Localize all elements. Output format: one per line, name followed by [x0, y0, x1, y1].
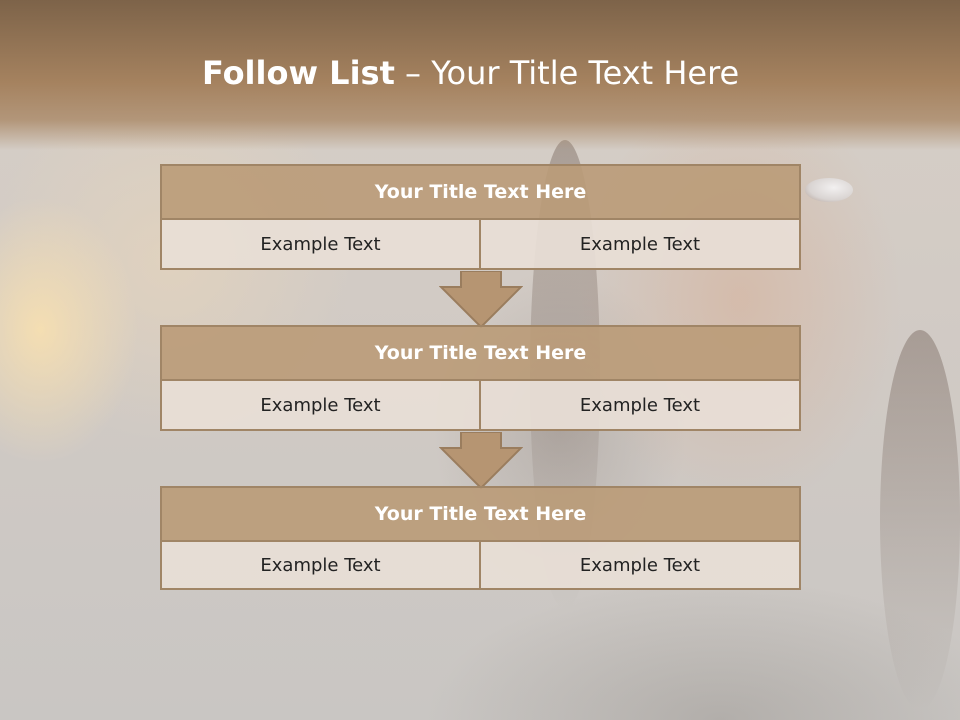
list-block-1: Your Title Text Here Example Text Exampl… — [160, 164, 801, 272]
block-title: Your Title Text Here — [160, 164, 801, 220]
block-row: Example Text Example Text — [160, 220, 801, 270]
block-row: Example Text Example Text — [160, 540, 801, 590]
block-title: Your Title Text Here — [160, 486, 801, 542]
down-arrow-icon — [439, 271, 523, 329]
block-cell-right: Example Text — [481, 381, 801, 431]
hair-strand-shape — [880, 330, 960, 710]
title-rest-text: Your Title Text Here — [431, 54, 740, 92]
list-block-2: Your Title Text Here Example Text Exampl… — [160, 325, 801, 433]
title-bold-text: Follow List — [202, 54, 395, 92]
block-cell-left: Example Text — [160, 540, 481, 590]
title-separator: – — [394, 54, 432, 92]
down-arrow-icon — [439, 432, 523, 490]
header-band — [0, 0, 960, 150]
list-block-3: Your Title Text Here Example Text Exampl… — [160, 486, 801, 592]
block-cell-right: Example Text — [481, 220, 801, 270]
block-title: Your Title Text Here — [160, 325, 801, 381]
eye-shape — [805, 178, 853, 202]
block-row: Example Text Example Text — [160, 381, 801, 431]
block-cell-left: Example Text — [160, 220, 481, 270]
block-cell-right: Example Text — [481, 540, 801, 590]
block-cell-left: Example Text — [160, 381, 481, 431]
slide-title: Follow List – Your Title Text Here — [0, 54, 960, 98]
